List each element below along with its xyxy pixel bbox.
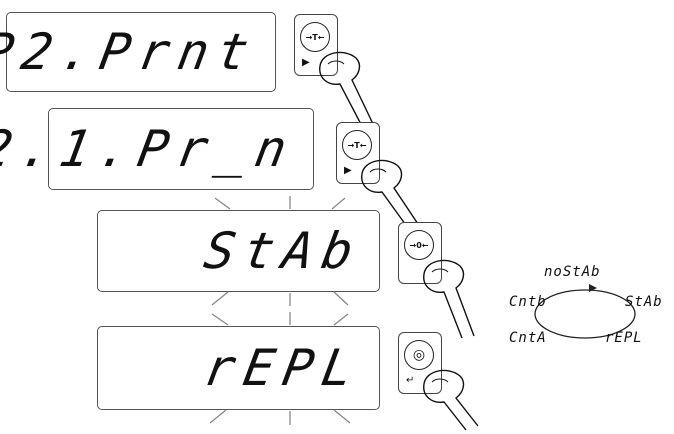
display-step-1: P2.Prnt xyxy=(0,12,276,92)
return-arrow-icon: ↵ xyxy=(406,375,415,386)
cycle-label-stab: StAb xyxy=(625,294,663,310)
zero-icon: →0← xyxy=(404,230,434,260)
finger-icon xyxy=(423,259,475,339)
tare-icon: →T← xyxy=(342,130,372,160)
arrow-right-icon: ▶ xyxy=(344,165,352,176)
tare-icon: →T← xyxy=(300,22,330,52)
cycle-label-cnta: CntA xyxy=(509,330,547,346)
finger-icon xyxy=(423,369,479,431)
display-text-step-4: rEPL xyxy=(199,339,367,397)
display-text-step-2: 2.1.Pr_n xyxy=(0,120,301,178)
finger-icon xyxy=(361,159,419,229)
enter-icon: ◎ xyxy=(404,340,434,370)
display-text-step-3: StAb xyxy=(199,222,367,280)
display-step-3: StAb xyxy=(97,210,380,292)
display-text-step-1: P2.Prnt xyxy=(0,23,263,81)
display-step-4: rEPL xyxy=(97,326,380,410)
cycle-label-repl: rEPL xyxy=(605,330,643,346)
finger-icon xyxy=(319,51,375,131)
arrow-right-icon: ▶ xyxy=(302,57,310,68)
cycle-label-cntb: Cntb xyxy=(509,294,547,310)
display-step-2: 2.1.Pr_n xyxy=(0,108,314,190)
cycle-label-nostab: noStAb xyxy=(544,264,601,280)
